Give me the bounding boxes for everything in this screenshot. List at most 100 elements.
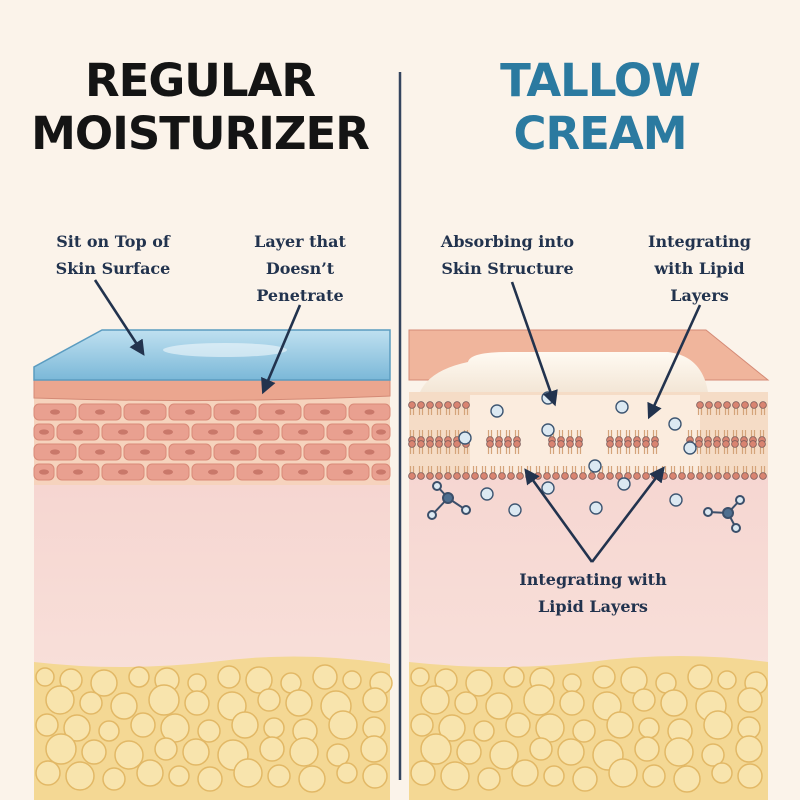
right-title: TALLOW CREAM: [400, 54, 800, 160]
lipid-head: [687, 472, 695, 480]
lipid-head: [462, 401, 470, 409]
lipid-head: [714, 472, 722, 480]
fat-globule: [511, 759, 539, 787]
lipid-head: [714, 401, 722, 409]
fat-globule: [473, 720, 495, 742]
lipid-head: [408, 440, 416, 448]
fat-globule: [737, 763, 763, 789]
skin-cell-nucleus: [376, 469, 386, 475]
fat-globule: [267, 764, 291, 788]
fat-globule: [362, 687, 388, 713]
fat-globule: [81, 739, 107, 765]
fat-globule: [420, 733, 452, 765]
lipid-head: [660, 472, 668, 480]
fat-globule: [489, 740, 519, 770]
right-skin-diagram: [408, 329, 770, 800]
skin-cell-nucleus: [39, 429, 49, 435]
lipid-head: [543, 472, 551, 480]
fat-globule: [154, 737, 178, 761]
fat-globule: [711, 762, 733, 784]
lipid-head: [758, 440, 766, 448]
lipid-head: [696, 472, 704, 480]
lipid-head: [642, 440, 650, 448]
lipid-head: [759, 472, 767, 480]
fat-globule: [410, 667, 430, 687]
fat-globule: [529, 737, 553, 761]
lipid-head: [486, 440, 494, 448]
lipid-head: [740, 440, 748, 448]
fat-globule: [410, 760, 436, 786]
fat-globule: [259, 736, 285, 762]
fat-globule: [420, 685, 450, 715]
lipid-head: [579, 472, 587, 480]
lipid-head: [750, 472, 758, 480]
lipid-head: [513, 440, 521, 448]
lipid-head: [750, 401, 758, 409]
fat-globule: [438, 714, 466, 742]
lipid-head: [695, 440, 703, 448]
fat-globule: [182, 738, 210, 766]
fat-globule: [735, 735, 763, 763]
lipid-head: [696, 401, 704, 409]
lipid-head: [516, 472, 524, 480]
fat-globule: [572, 766, 598, 792]
skin-cell-nucleus: [230, 409, 240, 415]
fat-globule: [485, 692, 513, 720]
fat-globule: [326, 743, 350, 767]
fat-globule: [184, 690, 210, 716]
molecule-cluster-right-icon: [703, 495, 745, 533]
skin-cell-nucleus: [50, 409, 60, 415]
left-title-line1: REGULAR: [84, 54, 316, 107]
lipid-head: [453, 401, 461, 409]
tallow-cream-layer: [420, 352, 708, 392]
fat-globule: [559, 690, 585, 716]
tallow-molecule: [588, 459, 602, 473]
tallow-molecule: [458, 431, 472, 445]
tallow-molecule: [541, 481, 555, 495]
tallow-molecule: [508, 503, 522, 517]
fat-globule: [465, 669, 493, 697]
lipid-head: [435, 440, 443, 448]
lipid-head: [713, 440, 721, 448]
arrow-doesnt-penetrate: [261, 304, 302, 395]
fat-globule: [342, 670, 362, 690]
skin-cell-nucleus: [95, 409, 105, 415]
fat-globule: [503, 666, 525, 688]
fat-globule: [620, 666, 648, 694]
skin-cell-nucleus: [376, 429, 386, 435]
fat-globule: [136, 759, 164, 787]
lipid-head: [444, 401, 452, 409]
skin-cell-nucleus: [95, 449, 105, 455]
fat-globule: [360, 735, 388, 763]
fat-globule: [45, 685, 75, 715]
fat-globule: [128, 666, 150, 688]
tallow-molecule: [617, 477, 631, 491]
tallow-molecule: [589, 501, 603, 515]
lipid-head: [615, 440, 623, 448]
fat-globule: [245, 666, 273, 694]
tallow-molecule: [541, 423, 555, 437]
fat-globule: [90, 669, 118, 697]
label-absorbing: Absorbing into Skin Structure: [440, 232, 575, 278]
lipid-head: [471, 472, 479, 480]
fat-globule: [114, 740, 144, 770]
fat-globule: [257, 688, 281, 712]
fat-globule: [285, 689, 313, 717]
lipid-head: [548, 440, 556, 448]
fat-globule: [440, 761, 470, 791]
label-sit-on-top: Sit on Top of Skin Surface: [55, 232, 171, 278]
fat-globule: [102, 767, 126, 791]
fat-globule: [717, 670, 737, 690]
fat-globule: [673, 765, 701, 793]
lipid-head: [624, 440, 632, 448]
fat-globule: [410, 713, 434, 737]
skin-cell-nucleus: [230, 449, 240, 455]
label-integrating-top: Integrating with Lipid Layers: [648, 232, 751, 305]
lipid-head: [435, 472, 443, 480]
fat-globule: [336, 762, 358, 784]
fat-globule: [110, 692, 138, 720]
lipid-head: [759, 401, 767, 409]
lipid-head: [633, 440, 641, 448]
left-title-line2: MOISTURIZER: [31, 107, 370, 160]
label-doesnt-penetrate: Layer that Doesn’t Penetrate: [254, 232, 346, 305]
